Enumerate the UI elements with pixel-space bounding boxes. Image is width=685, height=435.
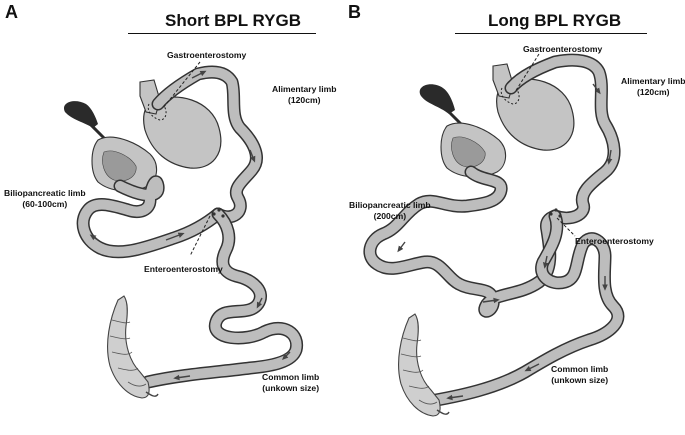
common-title: Common limb xyxy=(262,372,320,382)
gastro-anastomosis-ring xyxy=(147,103,167,121)
alimentary-length: (120cm) xyxy=(637,87,670,97)
label-alimentary-limb: Alimentary limb (120cm) xyxy=(272,84,336,106)
label-common-limb: Common limb (unkown size) xyxy=(551,364,608,386)
panel-letter: A xyxy=(5,2,18,22)
label-alimentary-limb: Alimentary limb (120cm) xyxy=(621,76,685,98)
pancreas xyxy=(451,136,486,168)
panel-letter: B xyxy=(348,2,361,22)
common-title: Common limb xyxy=(551,364,609,374)
label-enteroenterostomy: Enteroenterostomy xyxy=(575,236,654,246)
gastro-leader xyxy=(514,53,540,93)
label-gastroenterostomy: Gastroenterostomy xyxy=(167,50,247,60)
label-common-limb: Common limb (unkown size) xyxy=(262,372,319,394)
bile-duct xyxy=(443,106,463,126)
bpl-title: Biliopancreatic limb xyxy=(349,200,431,210)
alimentary-title: Alimentary limb xyxy=(621,76,685,86)
colon xyxy=(398,313,441,417)
pancreas xyxy=(102,150,137,182)
title-rule xyxy=(455,33,647,34)
colon xyxy=(107,295,150,399)
bpl-title: Biliopancreatic limb xyxy=(4,188,86,198)
gastro-anastomosis-ring xyxy=(500,87,520,105)
alimentary-title: Alimentary limb xyxy=(272,84,337,94)
anatomy-illustration xyxy=(363,53,625,417)
label-enteroenterostomy: Enteroenterostomy xyxy=(144,264,223,274)
common-length: (unkown size) xyxy=(262,383,320,393)
label-biliopancreatic-limb: Biliopancreatic limb (60-100cm) xyxy=(4,188,86,210)
stomach-remnant xyxy=(496,78,575,151)
alimentary-length: (120cm) xyxy=(288,95,321,105)
panel-short-bpl: A Short BPL RYGB xyxy=(0,0,342,435)
bpl-length: (60-100cm) xyxy=(22,199,68,209)
title-rule xyxy=(128,33,316,34)
common-length: (unkown size) xyxy=(551,375,609,385)
anatomy-illustration xyxy=(64,61,304,399)
entero-leader xyxy=(189,215,211,257)
stomach-remnant xyxy=(143,96,222,169)
panel-title: Short BPL RYGB xyxy=(165,11,302,30)
bpl-length: (200cm) xyxy=(373,211,407,221)
gallbladder xyxy=(64,101,98,128)
entero-leader xyxy=(556,217,576,237)
panel-long-bpl: B Long BPL RYGB xyxy=(343,0,685,435)
label-gastroenterostomy: Gastroenterostomy xyxy=(523,44,603,54)
bile-duct xyxy=(86,120,106,140)
panel-title: Long BPL RYGB xyxy=(488,11,622,30)
gallbladder xyxy=(419,84,455,114)
label-biliopancreatic-limb: Biliopancreatic limb (200cm) xyxy=(349,200,431,222)
